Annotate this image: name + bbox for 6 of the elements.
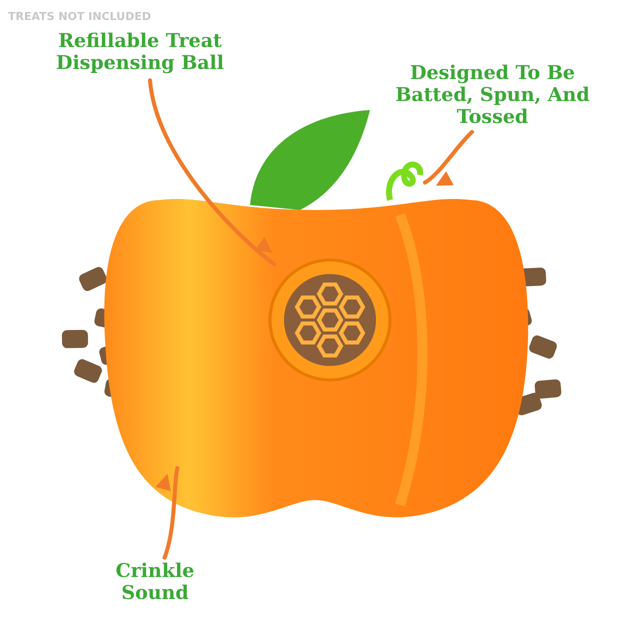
callout-text: Designed To Be Batted, Spun, And Tossed [394,62,591,128]
leader-arrow [148,78,276,266]
callout-text: Crinkle Sound [114,560,196,604]
leader-arrow [156,466,180,560]
leader-arrow [423,130,474,185]
callout-text: Refillable Treat Dispensing Ball [54,30,225,74]
